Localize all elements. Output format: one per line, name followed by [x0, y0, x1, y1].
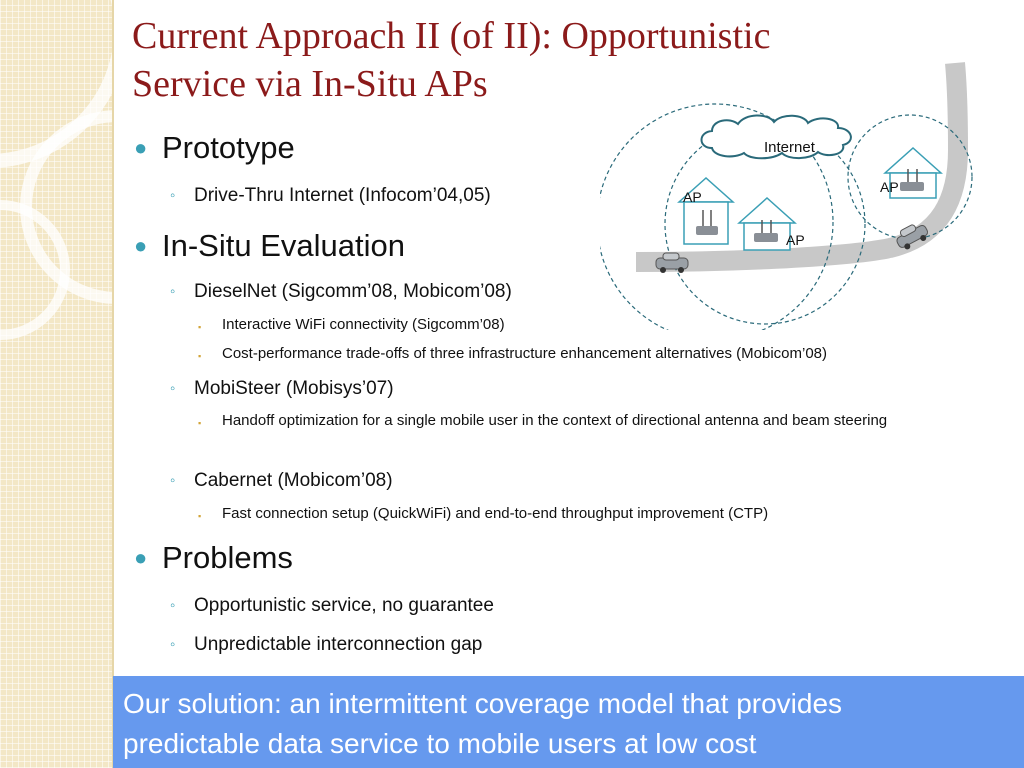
ap-house-left-icon: [677, 176, 735, 245]
bullet-marker-icon: ◦: [170, 380, 176, 397]
slide-title-line2: Service via In-Situ APs: [132, 63, 488, 105]
decorative-sidebar: [0, 0, 113, 768]
car-right-icon: [896, 224, 929, 250]
bullet-level2-item: ◦ DieselNet (Sigcomm’08, Mobicom’08): [130, 279, 512, 305]
ap-center-label: AP: [786, 232, 805, 248]
bullet-text: Prototype: [162, 130, 295, 165]
bullet-marker-icon: ▪: [198, 322, 202, 332]
bullet-text: Handoff optimization for a single mobile…: [222, 412, 888, 429]
bullet-text: DieselNet (Sigcomm’08, Mobicom’08): [194, 281, 512, 302]
internet-cloud-icon: [700, 114, 852, 160]
banner-line1: Our solution: an intermittent coverage m…: [123, 688, 843, 719]
bullet-marker-icon: ●: [134, 135, 148, 160]
bullet-marker-icon: ●: [134, 233, 148, 258]
sidebar-edge: [112, 0, 114, 768]
bullet-level2-item: ◦ Unpredictable interconnection gap: [130, 632, 482, 658]
slide-title-line1: Current Approach II (of II): Opportunist…: [132, 15, 771, 57]
bullet-marker-icon: ◦: [170, 187, 176, 204]
bullet-level3-item: ▪ Cost-performance trade-offs of three in…: [130, 343, 827, 365]
bullet-marker-icon: ◦: [170, 472, 176, 489]
bullet-level2-item: ◦ Opportunistic service, no guarantee: [130, 593, 494, 619]
bullet-text: Opportunistic service, no guarantee: [194, 595, 494, 616]
bullet-marker-icon: ◦: [170, 597, 176, 614]
bullet-marker-icon: ▪: [198, 351, 202, 361]
coverage-circle-left: [600, 103, 834, 330]
ap-house-center-icon: [737, 196, 797, 251]
bullet-level3-item: ▪ Interactive WiFi connectivity (Sigcomm’…: [130, 314, 505, 336]
network-diagram: Internet AP AP AP: [600, 62, 973, 330]
bullet-level1-item: ● In-Situ Evaluation: [130, 226, 405, 266]
banner-line2: predictable data service to mobile users…: [123, 728, 757, 759]
bullet-level1-item: ● Prototype: [130, 128, 295, 168]
bullet-text: In-Situ Evaluation: [162, 228, 405, 263]
bullet-marker-icon: ◦: [170, 636, 176, 653]
solution-banner: Our solution: an intermittent coverage m…: [113, 676, 1024, 768]
bullet-text: Problems: [162, 540, 293, 575]
coverage-circle-right: [847, 114, 973, 240]
bullet-marker-icon: ●: [134, 545, 148, 570]
bullet-text: Drive-Thru Internet (Infocom’04,05): [194, 185, 491, 206]
bullet-text: Cabernet (Mobicom’08): [194, 470, 393, 491]
bullet-level3-item: ▪ Handoff optimization for a single mobil…: [130, 410, 887, 432]
bullet-level1-item: ● Problems: [130, 538, 293, 578]
slide-title: Current Approach II (of II): Opportunist…: [132, 12, 992, 108]
bullet-level2-item: ◦ Drive-Thru Internet (Infocom’04,05): [130, 183, 491, 209]
bullet-marker-icon: ◦: [170, 283, 176, 300]
bullet-level3-item: ▪ Fast connection setup (QuickWiFi) and e…: [130, 503, 768, 525]
ap-house-right-icon: [883, 146, 943, 199]
bullet-level2-item: ◦ MobiSteer (Mobisys’07): [130, 376, 394, 402]
bullet-text: Unpredictable interconnection gap: [194, 634, 483, 655]
bullet-text: Interactive WiFi connectivity (Sigcomm’0…: [222, 316, 505, 333]
bullet-text: Cost-performance trade-offs of three inf…: [222, 345, 828, 362]
ap-right-label: AP: [880, 179, 899, 195]
ap-left-label: AP: [683, 189, 702, 205]
bullet-level2-item: ◦ Cabernet (Mobicom’08): [130, 468, 393, 494]
bullet-marker-icon: ▪: [198, 418, 202, 428]
bullet-text: MobiSteer (Mobisys’07): [194, 378, 394, 399]
internet-label: Internet: [764, 139, 816, 156]
car-left-icon: [655, 252, 689, 273]
bullet-text: Fast connection setup (QuickWiFi) and en…: [222, 505, 769, 522]
bullet-marker-icon: ▪: [198, 511, 202, 521]
